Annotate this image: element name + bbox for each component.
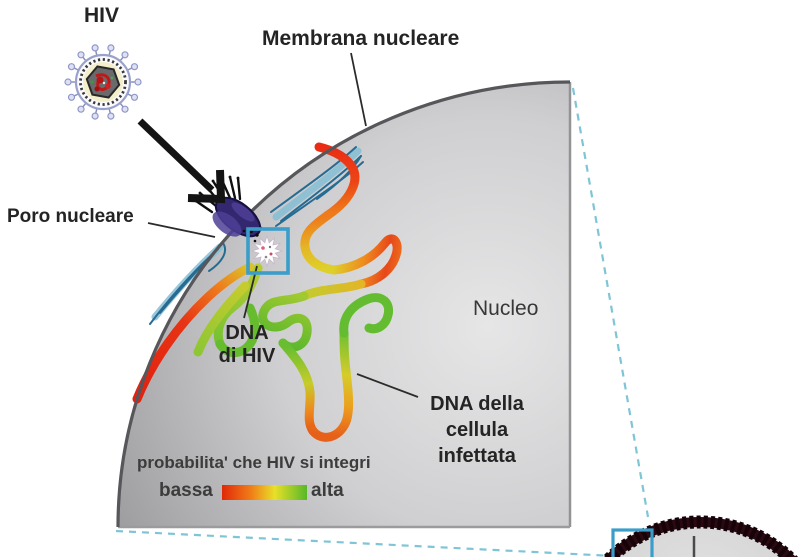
hiv-dna-label-line2: di HIV — [218, 345, 276, 367]
legend-high-label: alta — [311, 480, 344, 501]
cell-dna-label-line3: infettata — [438, 445, 516, 467]
legend-gradient-bar — [222, 485, 307, 500]
hiv-dna-label: DNA di HIV — [187, 322, 307, 368]
zoom-dashed-lines — [115, 87, 650, 557]
nucleus-label: Nucleo — [473, 297, 539, 320]
legend-title: probabilita' che HIV si integri — [137, 453, 371, 472]
hiv-dna-label-line1: DNA — [225, 322, 269, 344]
nucleus-shape — [118, 82, 572, 529]
nuclear-pore-label: Poro nucleare — [7, 206, 134, 227]
entry-arrow — [137, 118, 226, 204]
cell-dna-label-line2: cellula — [445, 419, 509, 441]
nuclear-membrane-label: Membrana nucleare — [262, 27, 460, 50]
inset-magnified-circle — [602, 515, 798, 557]
hiv-dna-highlight-box — [246, 227, 290, 275]
hiv-label: HIV — [84, 4, 120, 27]
cell-dna-label: DNA della cellula infettata — [402, 391, 552, 469]
inset-highlight-box — [611, 528, 654, 557]
legend-low-label: bassa — [159, 480, 213, 501]
hiv-dna-starburst — [250, 234, 284, 268]
cell-dna-strand — [132, 142, 402, 442]
cell-dna-label-line1: DNA della — [430, 393, 524, 415]
hiv-virion-icon — [64, 44, 142, 120]
